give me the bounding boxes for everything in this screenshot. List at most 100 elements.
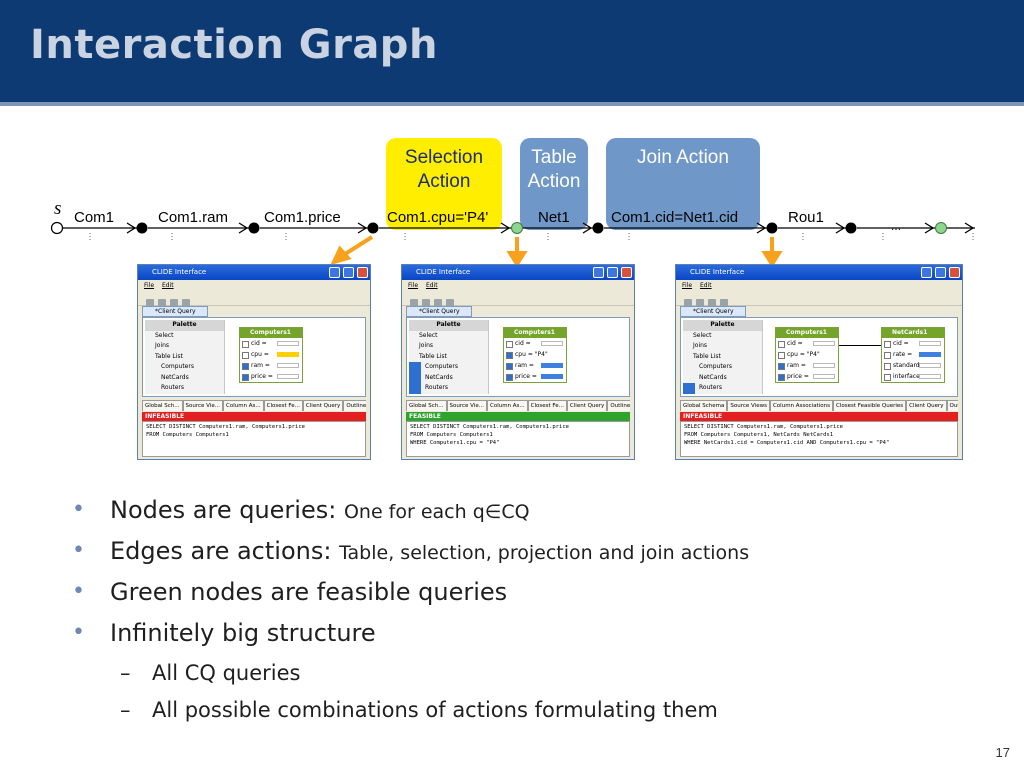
view-tab[interactable]: Global Schema xyxy=(680,400,728,411)
undo-icon[interactable] xyxy=(422,299,430,307)
palette-item[interactable]: Select xyxy=(155,331,174,339)
palette-item[interactable]: Computers xyxy=(409,362,488,373)
menu-edit[interactable]: Edit xyxy=(425,282,438,289)
palette-item[interactable]: Computers xyxy=(699,363,732,370)
menu-edit[interactable]: Edit xyxy=(699,282,712,289)
save-icon[interactable] xyxy=(146,299,154,307)
view-tab[interactable]: Source Vie... xyxy=(182,400,223,411)
palette-item[interactable]: Table List xyxy=(155,352,183,360)
view-tab[interactable]: Client Query xyxy=(566,400,608,411)
delete-icon[interactable] xyxy=(446,299,454,307)
table-node-row[interactable]: cpu = "P4" xyxy=(776,349,838,360)
table-node-row[interactable]: rate = xyxy=(882,349,944,360)
field-input[interactable] xyxy=(541,363,563,368)
palette-item[interactable]: Joins xyxy=(419,342,434,349)
maximize-icon[interactable] xyxy=(343,267,354,278)
view-tab[interactable]: Closest Fe... xyxy=(527,400,567,411)
palette-item[interactable]: Joins xyxy=(693,342,708,349)
palette-item[interactable]: Joins xyxy=(155,342,170,349)
field-input[interactable] xyxy=(277,374,299,379)
table-node[interactable]: Computers1 cid = cpu = ram = price = xyxy=(239,327,303,383)
palette-item[interactable]: NetCards xyxy=(161,373,189,381)
tab-client-query[interactable]: *Client Query xyxy=(406,306,472,317)
minimize-icon[interactable] xyxy=(921,267,932,278)
view-tab[interactable]: Client Query xyxy=(302,400,344,411)
table-node[interactable]: NetCards1 cid = rate = standard = interf… xyxy=(881,327,945,383)
table-node-row[interactable]: price = xyxy=(776,371,838,382)
table-node-row[interactable]: price = xyxy=(504,371,566,382)
undo-icon[interactable] xyxy=(158,299,166,307)
palette-item[interactable]: Select xyxy=(693,331,712,339)
table-node-row[interactable]: cid = xyxy=(240,338,302,349)
table-node[interactable]: Computers1 cid = cpu = "P4" ram = price … xyxy=(503,327,567,383)
field-input[interactable] xyxy=(919,341,941,346)
table-node-row[interactable]: standard = xyxy=(882,360,944,371)
table-node-row[interactable]: ram = xyxy=(240,360,302,371)
view-tab[interactable]: Outline xyxy=(607,400,630,411)
field-input[interactable] xyxy=(277,341,299,346)
maximize-icon[interactable] xyxy=(607,267,618,278)
palette-item[interactable]: Routers xyxy=(409,383,488,394)
field-input[interactable] xyxy=(813,363,835,368)
palette-item[interactable]: Table List xyxy=(419,352,447,360)
table-node[interactable]: Computers1 cid = cpu = "P4" ram = price … xyxy=(775,327,839,383)
table-node-row[interactable]: cpu = "P4" xyxy=(504,349,566,360)
tab-client-query[interactable]: *Client Query xyxy=(142,306,208,317)
menu-file[interactable]: File xyxy=(682,282,693,289)
table-node-row[interactable]: cid = xyxy=(504,338,566,349)
close-icon[interactable] xyxy=(949,267,960,278)
view-tab[interactable]: Column As... xyxy=(222,400,264,411)
table-node-row[interactable]: cpu = xyxy=(240,349,302,360)
palette-item[interactable]: Routers xyxy=(161,384,185,391)
save-icon[interactable] xyxy=(410,299,418,307)
redo-icon[interactable] xyxy=(708,299,716,307)
table-node-row[interactable]: cid = xyxy=(882,338,944,349)
palette-item[interactable]: Routers xyxy=(683,383,762,394)
redo-icon[interactable] xyxy=(434,299,442,307)
delete-icon[interactable] xyxy=(182,299,190,307)
minimize-icon[interactable] xyxy=(593,267,604,278)
field-input[interactable] xyxy=(919,374,941,379)
view-tab[interactable]: Global Sch... xyxy=(142,400,183,411)
redo-icon[interactable] xyxy=(170,299,178,307)
minimize-icon[interactable] xyxy=(329,267,340,278)
view-tab[interactable]: Global Sch... xyxy=(406,400,447,411)
close-icon[interactable] xyxy=(621,267,632,278)
undo-icon[interactable] xyxy=(696,299,704,307)
save-icon[interactable] xyxy=(684,299,692,307)
palette-item[interactable]: Computers xyxy=(161,363,194,370)
delete-icon[interactable] xyxy=(720,299,728,307)
view-tab[interactable]: Column As... xyxy=(486,400,528,411)
palette-item[interactable]: Select xyxy=(419,331,438,339)
field-input[interactable] xyxy=(277,352,299,357)
field-input[interactable] xyxy=(541,341,563,346)
field-input[interactable] xyxy=(277,363,299,368)
view-tab[interactable]: Outline xyxy=(946,400,958,411)
field-input[interactable] xyxy=(813,374,835,379)
field-input[interactable] xyxy=(919,363,941,368)
field-input[interactable] xyxy=(813,341,835,346)
palette-item[interactable]: Table List xyxy=(693,352,721,360)
close-icon[interactable] xyxy=(357,267,368,278)
tab-client-query[interactable]: *Client Query xyxy=(680,306,746,317)
field-input[interactable] xyxy=(541,374,563,379)
view-tab[interactable]: Outline xyxy=(343,400,366,411)
view-tab[interactable]: Source Views xyxy=(727,400,770,411)
view-tab[interactable]: Closest Feasible Queries xyxy=(832,400,907,411)
view-tab[interactable]: Closest Fe... xyxy=(263,400,303,411)
view-tab[interactable]: Column Associations xyxy=(769,400,833,411)
table-node-row[interactable]: ram = xyxy=(504,360,566,371)
table-node-row[interactable]: price = xyxy=(240,371,302,382)
menu-edit[interactable]: Edit xyxy=(161,282,174,289)
table-node-row[interactable]: interface = xyxy=(882,371,944,382)
menu-file[interactable]: File xyxy=(408,282,419,289)
table-node-row[interactable]: ram = xyxy=(776,360,838,371)
maximize-icon[interactable] xyxy=(935,267,946,278)
field-input[interactable] xyxy=(919,352,941,357)
menu-file[interactable]: File xyxy=(144,282,155,289)
view-tab[interactable]: Source Vie... xyxy=(446,400,487,411)
view-tab[interactable]: Client Query xyxy=(906,400,947,411)
palette-item[interactable]: NetCards xyxy=(699,373,727,381)
table-node-row[interactable]: cid = xyxy=(776,338,838,349)
palette-item[interactable]: NetCards xyxy=(409,372,488,383)
